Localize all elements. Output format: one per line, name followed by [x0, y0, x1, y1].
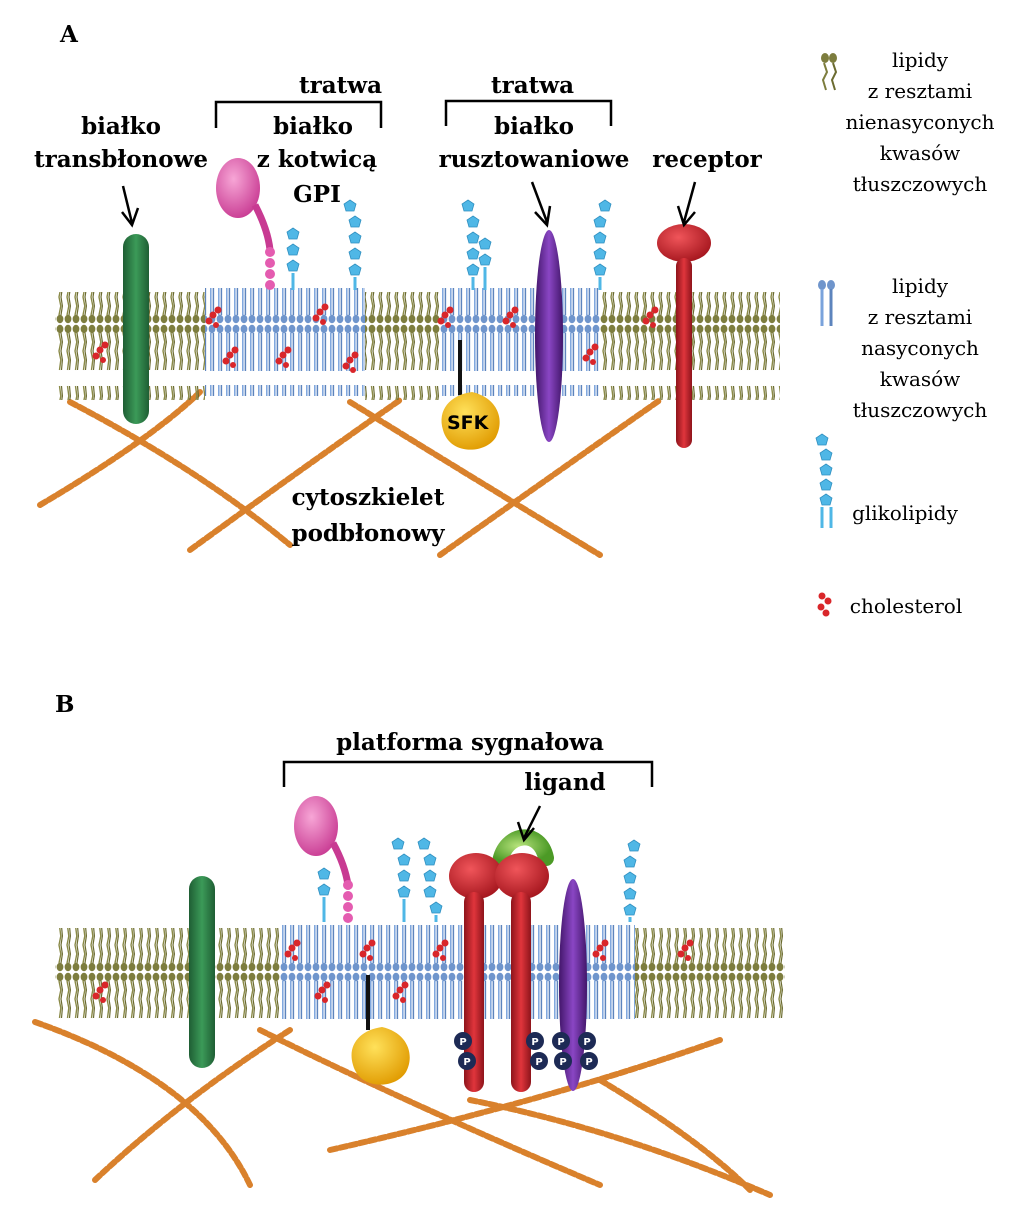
- panel-b: B: [32, 691, 785, 1198]
- cytoskeleton-b: [32, 1019, 773, 1198]
- phospho-5: P: [552, 1032, 570, 1050]
- svg-text:P: P: [557, 1037, 564, 1048]
- svg-text:P: P: [459, 1037, 466, 1048]
- legend-unsat-5: tłuszczowych: [853, 172, 988, 196]
- ligand-arrow: [516, 805, 542, 843]
- glycolipid-chain: [623, 839, 641, 922]
- sfk-b: [351, 975, 410, 1085]
- legend-glycolipids: glikolipidy: [852, 501, 959, 525]
- legend-saturated-icon: [818, 280, 835, 326]
- glycolipid-chain: [417, 837, 443, 922]
- raft-right-label: tratwa: [491, 72, 574, 99]
- scaffold-protein-a: [535, 230, 563, 442]
- legend-unsat-2: z resztami: [868, 79, 972, 103]
- phospho-6: P: [554, 1052, 572, 1070]
- membrane-a: [55, 288, 780, 400]
- cytoskeleton-label-1: cytoszkielet: [292, 484, 445, 511]
- svg-text:P: P: [559, 1057, 566, 1068]
- transmembrane-protein-a: [123, 234, 149, 424]
- ligand-label: ligand: [524, 769, 605, 796]
- cholesterol-b: [92, 939, 694, 1003]
- transmembrane-label-1: białko: [81, 113, 161, 140]
- legend-unsat-3: nienasyconych: [846, 110, 995, 134]
- sfk-label: SFK: [447, 412, 490, 434]
- gpi-anchored-protein-b: [294, 796, 353, 923]
- svg-text:P: P: [583, 1037, 590, 1048]
- raft-left-label: tratwa: [299, 72, 382, 99]
- svg-text:P: P: [535, 1057, 542, 1068]
- glycolipid-chain: [317, 867, 331, 922]
- legend-unsaturated-icon: [821, 53, 838, 91]
- glycolipid-chain: [461, 199, 480, 290]
- transmembrane-label-2: transbłonowe: [34, 146, 208, 173]
- panel-a: A: [34, 21, 780, 558]
- receptor-a: [657, 224, 711, 448]
- svg-text:P: P: [463, 1057, 470, 1068]
- legend-sat-2: z resztami: [868, 305, 972, 329]
- cholesterol-a: [92, 303, 659, 373]
- glycolipid-chain: [593, 199, 612, 290]
- gpi-label-2: z kotwicą: [257, 146, 378, 173]
- glycolipid-chain: [343, 199, 362, 290]
- gpi-label-3: GPI: [293, 181, 341, 208]
- scaffold-label-2: rusztowaniowe: [439, 146, 630, 173]
- phospho-3: P: [526, 1032, 544, 1050]
- legend-sat-1: lipidy: [892, 274, 949, 298]
- raft-bracket-left: [214, 100, 383, 128]
- phospho-1: P: [454, 1032, 472, 1050]
- panel-b-label: B: [55, 691, 74, 718]
- legend-unsat-1: lipidy: [892, 48, 949, 72]
- panel-a-label: A: [59, 21, 79, 48]
- platform-label: platforma sygnałowa: [336, 729, 604, 756]
- scaffold-label-1: białko: [494, 113, 574, 140]
- membrane-b: [55, 922, 785, 1030]
- svg-text:P: P: [531, 1037, 538, 1048]
- phospho-4: P: [530, 1052, 548, 1070]
- gpi-anchored-protein-a: [216, 158, 275, 290]
- legend-cholesterol: cholesterol: [850, 594, 963, 618]
- legend-cholesterol-icon: [817, 592, 832, 617]
- raft-bracket-right: [444, 99, 613, 126]
- legend-glycolipid-icon: [815, 433, 833, 528]
- cytoskeleton-label-2: podbłonowy: [291, 520, 445, 547]
- phospho-8: P: [580, 1052, 598, 1070]
- glycolipids-a: [286, 199, 612, 290]
- svg-text:P: P: [585, 1057, 592, 1068]
- platform-bracket: [282, 760, 654, 787]
- gpi-label-1: białko: [273, 113, 353, 140]
- legend-sat-3: nasyconych: [861, 336, 979, 360]
- arrows-a: [121, 181, 697, 228]
- transmembrane-protein-b: [189, 876, 215, 1068]
- legend: lipidy z resztami nienasyconych kwasów t…: [815, 48, 995, 618]
- cytoskeleton-a: [37, 389, 663, 558]
- legend-sat-4: kwasów: [880, 367, 961, 391]
- phospho-groups: P P P P P P P P: [454, 1032, 598, 1070]
- glycolipids-b: [317, 837, 641, 922]
- sfk-a: SFK: [441, 340, 500, 450]
- phospho-7: P: [578, 1032, 596, 1050]
- glycolipid-chain: [478, 237, 492, 290]
- glycolipid-chain: [391, 837, 411, 922]
- glycolipid-chain: [286, 227, 300, 290]
- legend-sat-5: tłuszczowych: [853, 398, 988, 422]
- legend-unsat-4: kwasów: [880, 141, 961, 165]
- phospho-2: P: [458, 1052, 476, 1070]
- receptor-label: receptor: [652, 146, 762, 173]
